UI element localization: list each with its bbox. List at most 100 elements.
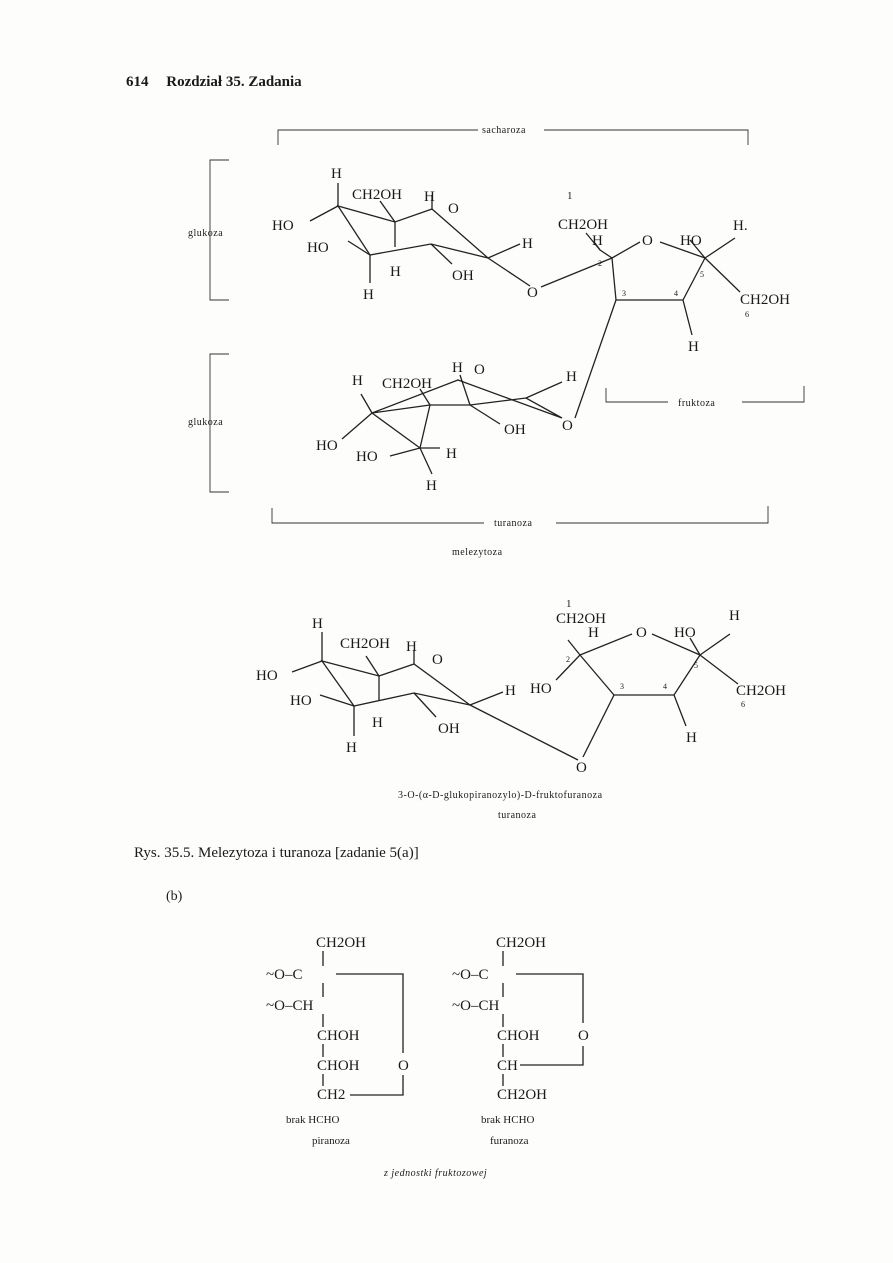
glukoza-bottom-bracket: glukoza [188,353,229,493]
atom-h: H [505,683,516,699]
sacharoza-bracket: sacharoza [277,125,749,145]
atom-h: H [566,369,577,385]
atom-ch2oh: CH2OH [382,376,432,392]
glucose-ring-upper: H CH2OH H O HO HO H H OH H [272,166,533,303]
melezytoza-title: melezytoza [452,547,503,558]
chapter-title: Rozdział 35. Zadania [166,74,302,90]
glukoza-top-label: glukoza [188,228,223,239]
carbon-number: 3 [622,289,626,298]
atom-h: H [522,236,533,252]
atom-h: H [312,616,323,632]
row-text: CHOH [317,1058,360,1074]
ring-oxygen: O [398,1058,409,1074]
turanoza-bracket: turanoza [271,506,769,529]
part-b-left-structure: CH2OH ~O–C ~O–CH CHOH CHOH CH2 O brak HC… [266,935,409,1147]
atom-ch2oh: CH2OH [352,187,402,203]
atom-h: H [406,639,417,655]
atom-ho: HO [316,438,338,454]
carbon-number: 4 [674,289,678,298]
running-header: 614 Rozdział 35. Zadania [126,74,302,91]
atom-h: H [446,446,457,462]
glucose-ring: H CH2OH H O HO HO H H OH H [256,616,579,761]
glycosidic-oxygen-upper: O [527,285,538,301]
atom-h: H [372,715,383,731]
carbon-number: 4 [663,682,667,691]
atom-ho: HO [307,240,329,256]
sacharoza-label: sacharoza [482,125,526,136]
row-text: ~O–C [452,967,488,983]
atom-ho: HO [674,625,696,641]
ring-oxygen: O [578,1028,589,1044]
fructose-ring: 1 CH2OH H O HO H. 2 3 4 5 CH2OH 6 H [558,190,790,419]
carbon-number: 3 [620,682,624,691]
glycosidic-oxygen-lower: O [562,418,573,434]
ring-oxygen: O [642,233,653,249]
atom-h: H [588,625,599,641]
figure-caption: Rys. 35.5. Melezytoza i turanoza [zadani… [134,845,419,861]
atom-ho: HO [530,681,552,697]
atom-oh: OH [504,422,526,438]
atom-h: H. [733,218,748,234]
atom-ho: HO [680,233,702,249]
part-b-right-structure: CH2OH ~O–C ~O–CH CHOH CH CH2OH O brak HC… [452,935,589,1147]
carbon-number: 2 [566,655,570,664]
missing-fragment-note: brak HCHO [481,1114,535,1126]
glukoza-top-bracket: glukoza [188,159,229,301]
row-text: CH2 [317,1087,345,1103]
atom-h: H [424,189,435,205]
carbon-number: 1 [567,190,573,202]
ring-oxygen: O [636,625,647,641]
structure-name: furanoza [490,1135,529,1147]
row-text: CHOH [317,1028,360,1044]
atom-ch2oh: CH2OH [340,636,390,652]
atom-h: H [352,373,363,389]
ring-oxygen: O [448,201,459,217]
atom-ho: HO [290,693,312,709]
ring-oxygen: O [474,362,485,378]
atom-ch2oh: CH2OH [556,611,606,627]
ring-oxygen: O [432,652,443,668]
atom-h: H [729,608,740,624]
glucose-ring-lower: H CH2OH H O H HO HO OH H H [316,360,577,494]
melezytoza-figure: sacharoza glukoza glukoza fruktoza turan… [188,125,805,558]
fructose-ring: 1 CH2OH H O HO H 2 HO 3 4 5 CH2OH 6 H [530,598,786,746]
atom-h: H [592,233,603,249]
part-b-footer: z jednostki fruktozowej [383,1168,487,1179]
row-text: CH [497,1058,518,1074]
turanoza-label: turanoza [494,518,532,529]
carbon-number: 1 [566,598,572,610]
atom-ho: HO [256,668,278,684]
atom-ho: HO [356,449,378,465]
row-text: ~O–CH [266,998,313,1014]
atom-h: H [390,264,401,280]
structure-name: piranoza [312,1135,350,1147]
atom-h: H [688,339,699,355]
turanoza-title: turanoza [498,810,536,821]
row-text: CHOH [497,1028,540,1044]
atom-oh: OH [452,268,474,284]
atom-h: H [426,478,437,494]
page-number: 614 [126,74,149,90]
row-text: CH2OH [497,1087,547,1103]
atom-ho: HO [272,218,294,234]
carbon-number: 5 [694,661,698,670]
carbon-number: 5 [700,270,704,279]
atom-h: H [331,166,342,182]
part-b-label: (b) [166,889,183,904]
glycosidic-oxygen: O [576,760,587,776]
atom-ch2oh: CH2OH [558,217,608,233]
carbon-number: 6 [745,310,749,319]
row-text: ~O–C [266,967,302,983]
turanoza-figure: H CH2OH H O HO HO H H OH H O 1 CH2OH H [256,598,786,821]
atom-h: H [363,287,374,303]
atom-h: H [686,730,697,746]
missing-fragment-note: brak HCHO [286,1114,340,1126]
turanoza-systematic-name: 3-O-(α-D-glukopiranozylo)-D-fruktofurano… [398,790,603,801]
atom-ch2oh: CH2OH [740,292,790,308]
carbon-number: 6 [741,700,745,709]
carbon-number: 2 [598,259,602,268]
row-text: ~O–CH [452,998,499,1014]
fruktoza-bracket: fruktoza [605,386,805,409]
glukoza-bottom-label: glukoza [188,417,223,428]
